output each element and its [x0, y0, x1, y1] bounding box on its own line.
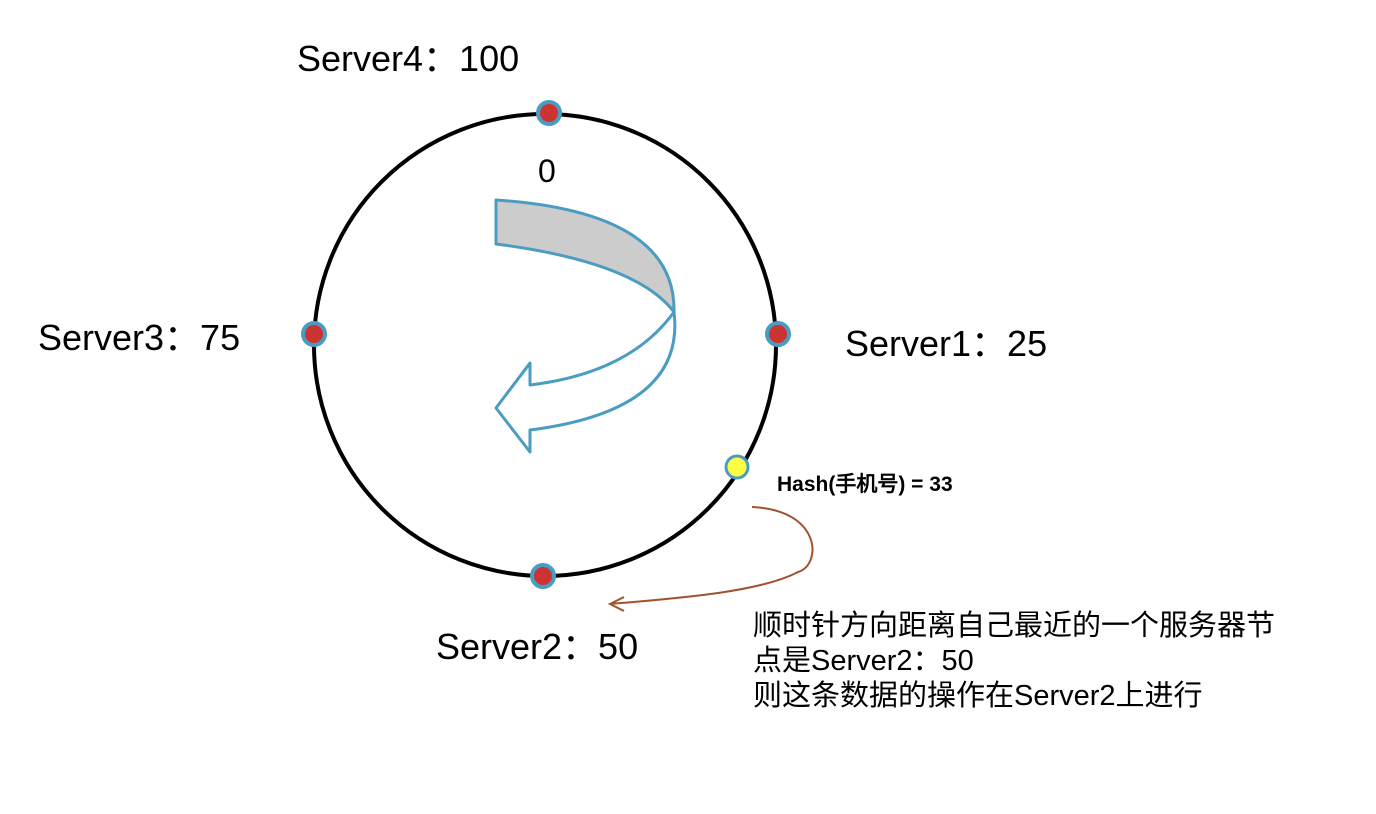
server1-label: Server1：25	[845, 323, 1048, 364]
clockwise-arrow-head	[494, 310, 677, 454]
hash-node	[724, 454, 750, 480]
server2-node	[530, 563, 556, 589]
server2-label: Server2：50	[436, 626, 639, 667]
server3-label: Server3：75	[38, 317, 241, 358]
note-line-1: 顺时针方向距离自己最近的一个服务器节	[753, 610, 1276, 642]
server4-node	[536, 100, 562, 126]
hash-label: Hash(手机号) = 33	[777, 473, 953, 496]
note-line-2: 点是Server2：50	[753, 645, 974, 677]
server4-label: Server4：100	[297, 38, 520, 79]
server3-node	[301, 321, 327, 347]
server1-node	[765, 321, 791, 347]
pointer-arrow	[609, 506, 814, 605]
pointer-arrow-head	[607, 596, 625, 612]
clockwise-arrow-band	[494, 198, 676, 314]
explanation-note: 顺时针方向距离自己最近的一个服务器节 点是Server2：50 则这条数据的操作…	[753, 609, 1275, 714]
note-line-3: 则这条数据的操作在Server2上进行	[753, 680, 1203, 712]
ring-start-label: 0	[538, 153, 556, 189]
